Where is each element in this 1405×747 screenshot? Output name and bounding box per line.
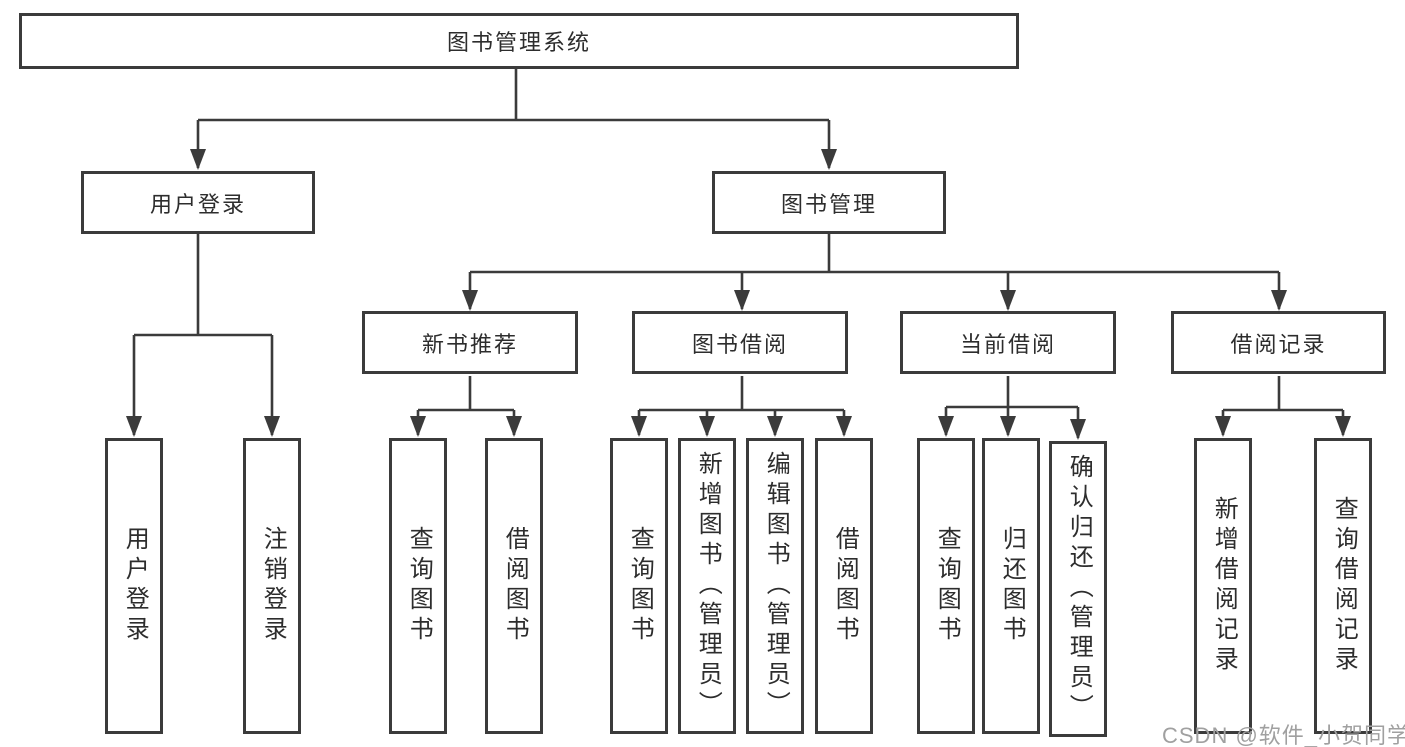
leaf-label: 查询图书 [626,526,654,646]
leaf-label: 借阅图书 [501,526,529,646]
leaf-query-borrow-record: 查询借阅记录 [1314,438,1372,734]
leaf-borrow-books-recommend: 借阅图书 [485,438,543,734]
node-borrowing-records: 借阅记录 [1171,311,1386,374]
leaf-label: 查询借阅记录 [1330,496,1358,676]
node-book-borrowing: 图书借阅 [632,311,848,374]
leaf-label: 确认归还（管理员） [1065,454,1093,724]
node-library-management-system: 图书管理系统 [19,13,1019,69]
leaf-label: 查询图书 [933,526,961,646]
node-label: 图书管理系统 [446,30,591,55]
leaf-label: 新增图书（管理员） [694,451,722,721]
connector-userlogin-to-leaves [126,234,280,437]
leaf-label: 归还图书 [998,526,1026,646]
csdn-watermark: CSDN @软件_小贺同学 [1162,723,1405,747]
leaf-label: 用户登录 [121,526,149,646]
node-book-management: 图书管理 [712,171,946,234]
connector-currentborrow-to-leaves [938,376,1086,440]
node-label: 新书推荐 [421,331,518,357]
node-current-borrowing: 当前借阅 [900,311,1116,374]
connector-root-to-level2 [190,69,837,170]
node-label: 用户登录 [149,191,246,217]
node-label: 当前借阅 [959,331,1056,357]
leaf-label: 编辑图书（管理员） [762,451,790,721]
leaf-query-books-current: 查询图书 [917,438,975,734]
leaf-label: 新增借阅记录 [1210,496,1238,676]
leaf-return-books: 归还图书 [982,438,1040,734]
leaf-borrow-books: 借阅图书 [815,438,873,734]
leaf-add-books-admin: 新增图书（管理员） [678,438,736,734]
node-user-login: 用户登录 [81,171,315,234]
connector-bookborrow-to-leaves [631,376,852,437]
connector-borrowrecords-to-leaves [1215,376,1351,437]
leaf-confirm-return-admin: 确认归还（管理员） [1049,441,1107,737]
leaf-query-books-recommend: 查询图书 [389,438,447,734]
leaf-label: 注销登录 [259,526,287,646]
leaf-query-books-borrowing: 查询图书 [610,438,668,734]
connector-newbookrec-to-leaves [410,376,522,437]
node-label: 图书借阅 [691,331,788,357]
node-label: 借阅记录 [1230,331,1327,357]
node-label: 图书管理 [780,191,877,217]
leaf-add-borrow-record: 新增借阅记录 [1194,438,1252,734]
node-new-book-recommend: 新书推荐 [362,311,578,374]
leaf-label: 借阅图书 [831,526,859,646]
connector-bookmgmt-to-level3 [462,234,1287,311]
leaf-edit-books-admin: 编辑图书（管理员） [746,438,804,734]
leaf-logout: 注销登录 [243,438,301,734]
leaf-user-login: 用户登录 [105,438,163,734]
leaf-label: 查询图书 [405,526,433,646]
